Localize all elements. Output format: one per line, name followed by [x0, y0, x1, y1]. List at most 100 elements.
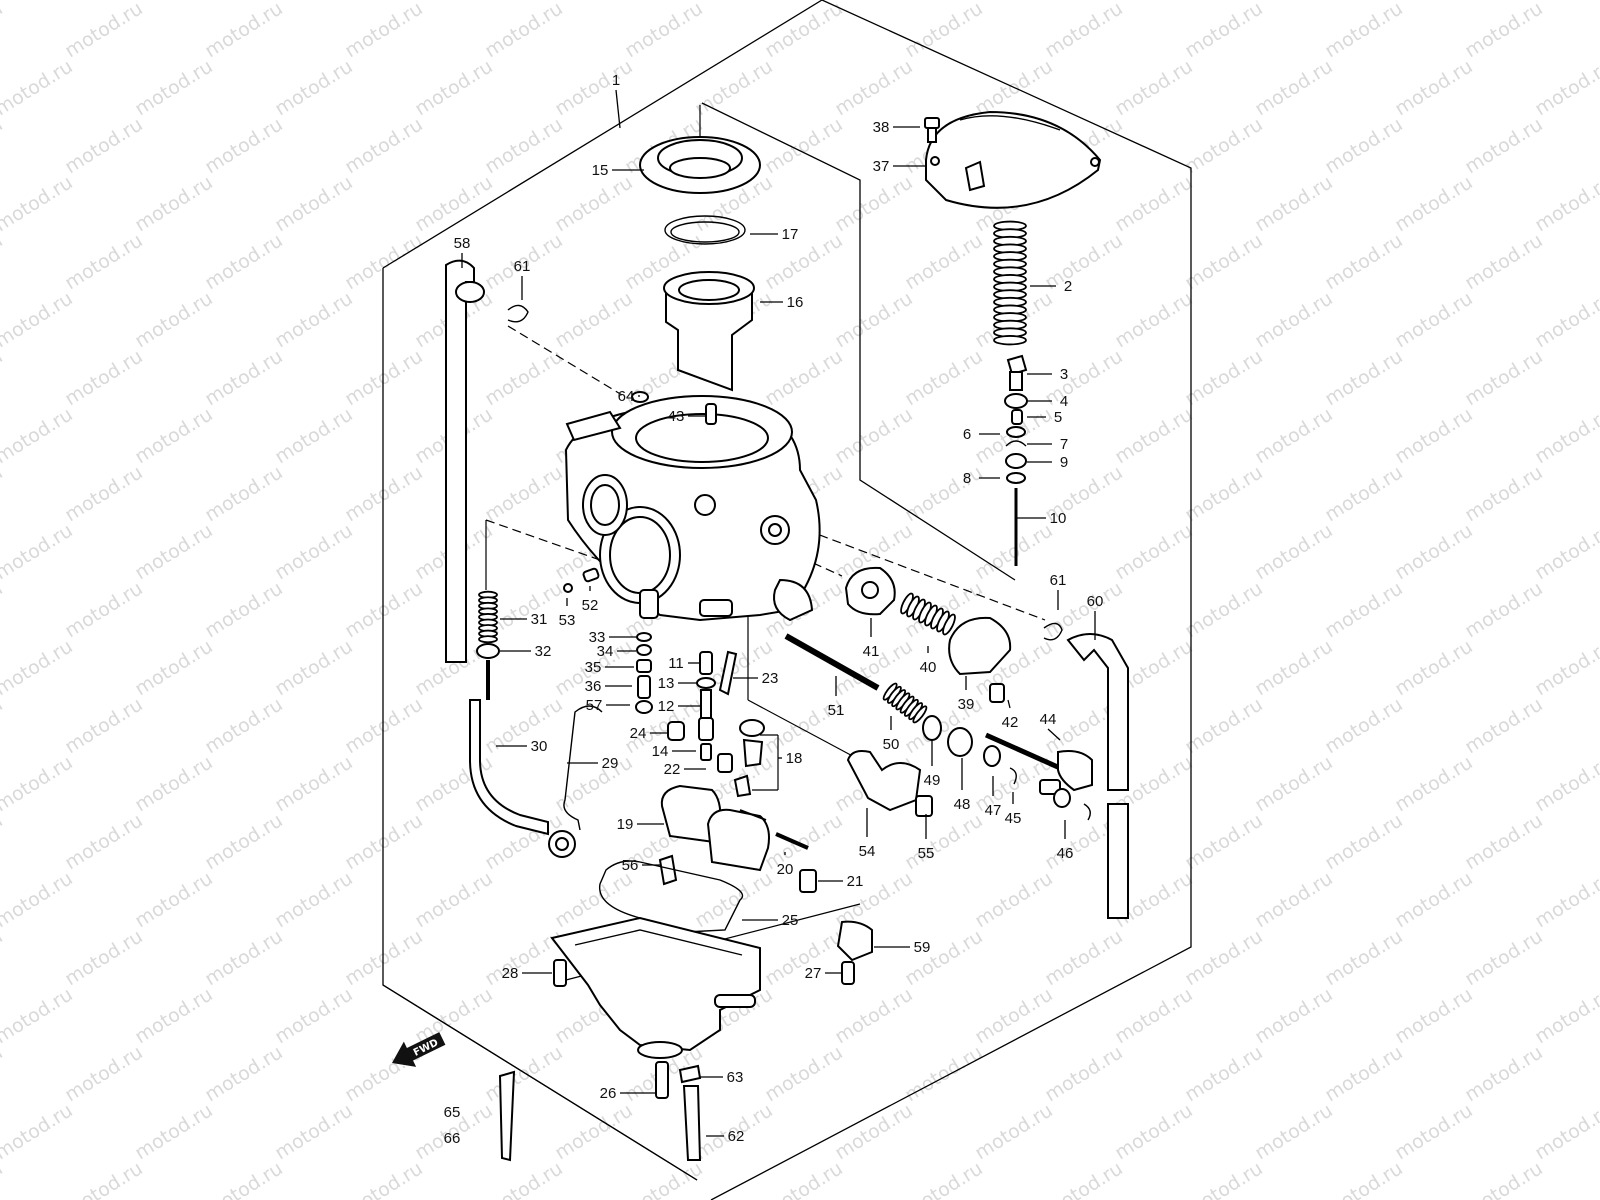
watermark-text: motod.ru — [0, 751, 77, 816]
watermark-text: motod.ru — [1391, 1099, 1477, 1164]
watermark-text: motod.ru — [1531, 55, 1600, 120]
callout-27: 27 — [805, 965, 822, 982]
screw-28 — [553, 959, 567, 987]
clip-61a — [507, 304, 529, 323]
watermark-text: motod.ru — [551, 0, 637, 4]
watermark-text: motod.ru — [0, 577, 7, 642]
callout-10: 10 — [1050, 510, 1067, 527]
watermark-text: motod.ru — [61, 0, 147, 62]
watermark-text: motod.ru — [271, 983, 357, 1048]
watermark-text: motod.ru — [341, 577, 427, 642]
watermark-text: motod.ru — [1251, 635, 1337, 700]
callout-5: 5 — [1054, 409, 1062, 426]
callout-3: 3 — [1060, 366, 1068, 383]
watermark-text: motod.ru — [1041, 1041, 1127, 1106]
callout-13: 13 — [658, 675, 675, 692]
watermark-text: motod.ru — [1321, 577, 1407, 642]
watermark-text: motod.ru — [0, 983, 77, 1048]
callout-36: 36 — [585, 678, 602, 695]
callout-38: 38 — [873, 119, 890, 136]
washer-46 — [1053, 788, 1071, 808]
callout-62: 62 — [728, 1128, 745, 1145]
clip-7 — [1005, 440, 1027, 447]
watermark-text: motod.ru — [1461, 693, 1547, 758]
watermark-text: motod.ru — [1461, 345, 1547, 410]
watermark-text: motod.ru — [481, 0, 567, 62]
watermark-text: motod.ru — [621, 0, 707, 62]
plug-24 — [667, 721, 685, 741]
assembly-frame — [382, 0, 1192, 1200]
callout-47: 47 — [985, 802, 1002, 819]
watermark-text: motod.ru — [61, 229, 147, 294]
spring-40 — [900, 592, 956, 636]
callout-63: 63 — [727, 1069, 744, 1086]
watermark-text: motod.ru — [341, 229, 427, 294]
watermark-text: motod.ru — [761, 1157, 847, 1200]
watermark-text: motod.ru — [1251, 55, 1337, 120]
callout-32: 32 — [535, 643, 552, 660]
callout-34: 34 — [597, 643, 614, 660]
watermark-text: motod.ru — [1531, 287, 1600, 352]
callout-19: 19 — [617, 816, 634, 833]
watermark-text: motod.ru — [551, 55, 637, 120]
screw-36 — [637, 675, 651, 699]
screw-38 — [924, 117, 940, 143]
callout-42: 42 — [1002, 714, 1019, 731]
watermark-text: motod.ru — [1531, 983, 1600, 1048]
callout-6: 6 — [963, 426, 971, 443]
cable-30 — [469, 660, 576, 858]
watermark-text: motod.ru — [1531, 403, 1600, 468]
watermark-text: motod.ru — [971, 0, 1057, 4]
watermark-text: motod.ru — [201, 1041, 287, 1106]
callout-33: 33 — [589, 629, 606, 646]
watermark-text: motod.ru — [0, 0, 77, 4]
screw-26 — [655, 1061, 669, 1099]
callout-14: 14 — [652, 743, 669, 760]
watermark-text: motod.ru — [271, 0, 357, 4]
callout-43: 43 — [668, 408, 685, 425]
watermark-text: motod.ru — [971, 983, 1057, 1048]
watermark-text: motod.ru — [761, 809, 847, 874]
watermark-text: motod.ru — [411, 0, 497, 4]
callout-leader-1 — [615, 89, 621, 129]
callout-24: 24 — [630, 725, 647, 742]
callout-57: 57 — [586, 697, 603, 714]
watermark-text: motod.ru — [1531, 751, 1600, 816]
watermark-text: motod.ru — [341, 113, 427, 178]
washer-57 — [635, 700, 653, 714]
watermark-text: motod.ru — [271, 635, 357, 700]
watermark-text: motod.ru — [201, 693, 287, 758]
callout-64: 64 — [618, 388, 635, 405]
watermark-text: motod.ru — [1461, 1157, 1547, 1200]
watermark-text: motod.ru — [761, 0, 847, 62]
callout-28: 28 — [502, 965, 519, 982]
callout-labels: 1234567891011121314151617181920212223242… — [444, 72, 1104, 1147]
callout-25: 25 — [782, 912, 799, 929]
float-bowl — [550, 916, 761, 1059]
watermark-text: motod.ru — [1391, 287, 1477, 352]
needle-jet-12 — [698, 689, 714, 741]
watermark-text: motod.ru — [1391, 635, 1477, 700]
watermark-text: motod.ru — [131, 519, 217, 584]
watermark-text: motod.ru — [691, 0, 777, 4]
callout-26: 26 — [600, 1085, 617, 1102]
ball-53 — [563, 583, 573, 593]
callout-20: 20 — [777, 861, 794, 878]
callout-35: 35 — [585, 659, 602, 676]
watermark-text: motod.ru — [691, 55, 777, 120]
watermark-text: motod.ru — [411, 55, 497, 120]
watermark-text: motod.ru — [271, 867, 357, 932]
watermark-text: motod.ru — [1181, 1157, 1267, 1200]
callout-12: 12 — [658, 698, 675, 715]
watermark-text: motod.ru — [901, 0, 987, 62]
watermark-text: motod.ru — [0, 635, 77, 700]
spring-43 — [705, 403, 717, 425]
watermark-text: motod.ru — [0, 345, 7, 410]
watermark-text: motod.ru — [61, 1157, 147, 1200]
watermark-text: motod.ru — [341, 925, 427, 990]
callout-51: 51 — [828, 702, 845, 719]
watermark-text: motod.ru — [1321, 925, 1407, 990]
lever-44 — [984, 732, 1093, 795]
watermark-text: motod.ru — [271, 171, 357, 236]
watermark-text: motod.ru — [1111, 0, 1197, 4]
